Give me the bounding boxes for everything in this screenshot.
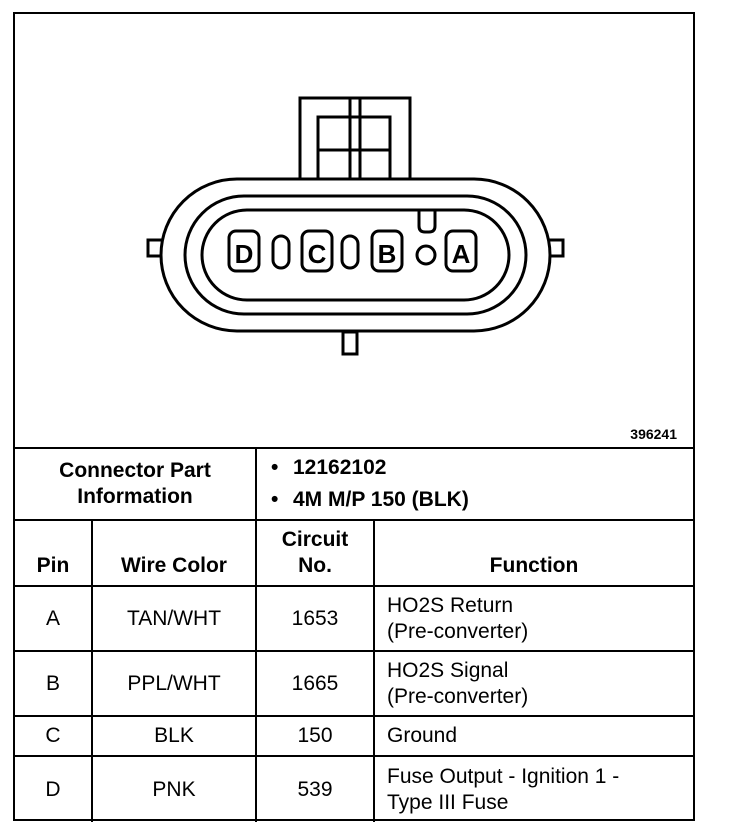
function-cell: HO2S Signal (Pre-converter) [372, 650, 694, 717]
pin-label-c: C [308, 239, 327, 269]
pin-label-d: D [235, 239, 254, 269]
pin-cell: B [15, 650, 93, 717]
pin-cell: C [15, 715, 93, 757]
figure-id: 396241 [630, 426, 677, 442]
connector-diagram: D C B A 396241 [15, 14, 693, 447]
function-line1: Fuse Output - Ignition 1 - [387, 764, 620, 788]
table-row: C BLK 150 Ground [15, 715, 694, 757]
wire-color-cell: TAN/WHT [91, 585, 257, 652]
header-circuit-line2: No. [298, 554, 332, 577]
part-number: 12162102 [293, 452, 693, 484]
function-cell: HO2S Return (Pre-converter) [372, 585, 694, 652]
table-row: A TAN/WHT 1653 HO2S Return (Pre-converte… [15, 585, 694, 652]
function-line1: HO2S Return [387, 593, 514, 617]
wire-color-cell: BLK [91, 715, 257, 757]
pin-cell: A [15, 585, 93, 652]
part-info-label-line1: Connector Part [59, 459, 211, 482]
table-row: B PPL/WHT 1665 HO2S Signal (Pre-converte… [15, 650, 694, 717]
connector-drawing: D C B A [146, 96, 565, 356]
document-frame: D C B A 396241 Connector Part Informatio… [13, 12, 695, 822]
table-row: D PNK 539 Fuse Output - Ignition 1 - Typ… [15, 755, 694, 822]
connector-description: 4M M/P 150 (BLK) [293, 484, 693, 516]
function-cell: Ground [372, 715, 694, 757]
header-function: Function [372, 519, 694, 587]
header-circuit: Circuit No. [255, 519, 375, 587]
header-row: Pin Wire Color Circuit No. Function [15, 519, 694, 587]
header-circuit-line1: Circuit [281, 528, 349, 551]
wire-color-cell: PPL/WHT [91, 650, 257, 717]
wire-color-cell: PNK [91, 755, 257, 822]
circuit-cell: 1665 [255, 650, 375, 717]
header-pin: Pin [15, 519, 93, 587]
part-info-row: Connector Part Information 12162102 4M M… [15, 447, 694, 521]
function-line2: Type III Fuse [387, 790, 509, 814]
pin-label-b: B [378, 239, 397, 269]
pin-cell: D [15, 755, 93, 822]
function-line1: Ground [387, 724, 458, 747]
connector-table: Connector Part Information 12162102 4M M… [15, 447, 694, 822]
part-info-list: 12162102 4M M/P 150 (BLK) [254, 447, 694, 521]
function-line1: HO2S Signal [387, 658, 509, 682]
circuit-cell: 150 [255, 715, 375, 757]
function-line2: (Pre-converter) [387, 684, 529, 708]
circuit-cell: 1653 [255, 585, 375, 652]
circuit-cell: 539 [255, 755, 375, 822]
pin-label-a: A [452, 239, 471, 269]
header-wire-color: Wire Color [91, 519, 257, 587]
part-info-label-line2: Information [77, 485, 193, 508]
function-cell: Fuse Output - Ignition 1 - Type III Fuse [372, 755, 694, 822]
function-line2: (Pre-converter) [387, 619, 529, 643]
part-info-label: Connector Part Information [15, 447, 257, 521]
